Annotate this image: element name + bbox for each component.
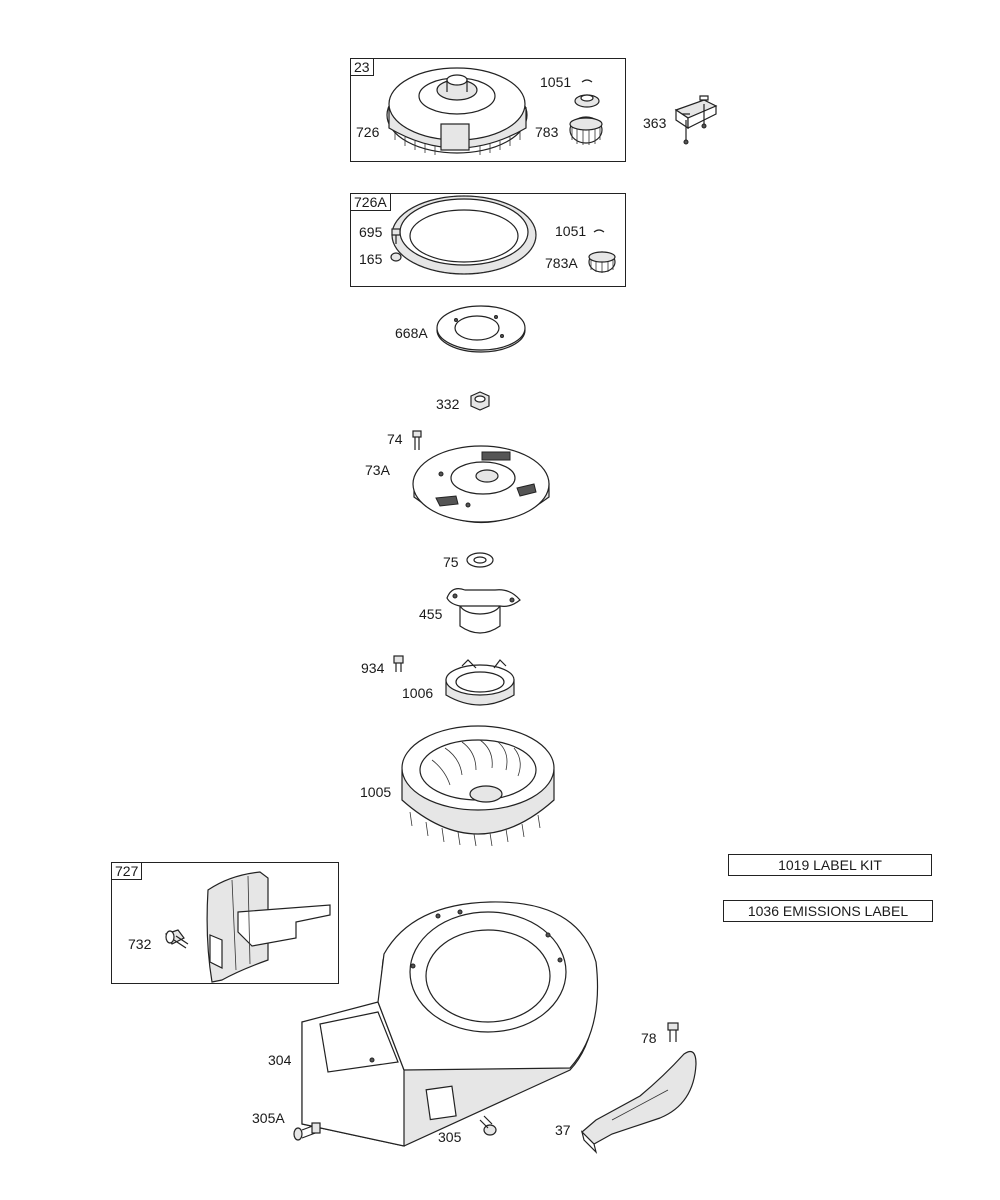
washer-1051-drawing (574, 94, 600, 108)
part-label-668a: 668A (395, 325, 428, 341)
part-label-783a: 783A (545, 255, 578, 271)
bracket-363-drawing (674, 95, 718, 145)
part-label-332: 332 (436, 396, 460, 412)
baffle-727-drawing (206, 871, 331, 983)
part-label-726: 726 (356, 124, 380, 140)
nut-165-drawing (390, 252, 402, 262)
part-label-934: 934 (361, 660, 385, 676)
group-727-box (111, 862, 339, 984)
part-label-1006: 1006 (402, 685, 434, 701)
screw-695-drawing (391, 228, 401, 244)
ratchet-1006-drawing (445, 659, 515, 706)
screw-305a-drawing (293, 1122, 321, 1141)
part-label-75: 75 (443, 554, 459, 570)
ring-gear-726a-drawing (391, 195, 537, 275)
part-label-1051-b: 1051 (555, 223, 587, 239)
cup-455-drawing (446, 588, 521, 634)
nut-332-drawing (470, 391, 490, 411)
part-label-305a: 305A (252, 1110, 285, 1126)
part-label-695: 695 (359, 224, 383, 240)
plate-668a-drawing (436, 305, 526, 353)
part-label-363: 363 (643, 115, 667, 131)
washer-75-drawing (466, 552, 494, 568)
group-23-box (350, 58, 626, 162)
part-label-305: 305 (438, 1129, 462, 1145)
housing-304-drawing (301, 901, 599, 1147)
clip-1051-b-drawing (593, 229, 605, 233)
emissions-label-tag: 1036 EMISSIONS LABEL (723, 900, 933, 922)
bolt-74-drawing (412, 430, 422, 450)
part-label-78: 78 (641, 1030, 657, 1046)
part-label-304: 304 (268, 1052, 292, 1068)
clip-1051-drawing (581, 79, 593, 83)
screw-305-drawing (479, 1115, 497, 1136)
group-726a-number: 726A (350, 193, 391, 211)
part-label-74: 74 (387, 431, 403, 447)
part-label-37: 37 (555, 1122, 571, 1138)
part-label-73a: 73A (365, 462, 390, 478)
part-label-783: 783 (535, 124, 559, 140)
gear-783a-drawing (588, 251, 616, 273)
part-label-1005: 1005 (360, 784, 392, 800)
part-label-455: 455 (419, 606, 443, 622)
part-label-732: 732 (128, 936, 152, 952)
group-726a-box (350, 193, 626, 287)
bolt-78-drawing (667, 1022, 679, 1042)
bolt-732-drawing (165, 929, 189, 949)
rotor-73a-drawing (412, 445, 550, 523)
part-label-165: 165 (359, 251, 383, 267)
label-kit-tag: 1019 LABEL KIT (728, 854, 932, 876)
group-727-number: 727 (111, 862, 143, 880)
gear-783-drawing (569, 116, 603, 145)
guard-37-drawing (580, 1051, 697, 1154)
part-label-1051-a: 1051 (540, 74, 572, 90)
group-23-number: 23 (350, 58, 374, 76)
flywheel-726-drawing (386, 67, 528, 155)
screw-934-drawing (393, 655, 404, 672)
fan-1005-drawing (401, 725, 555, 847)
